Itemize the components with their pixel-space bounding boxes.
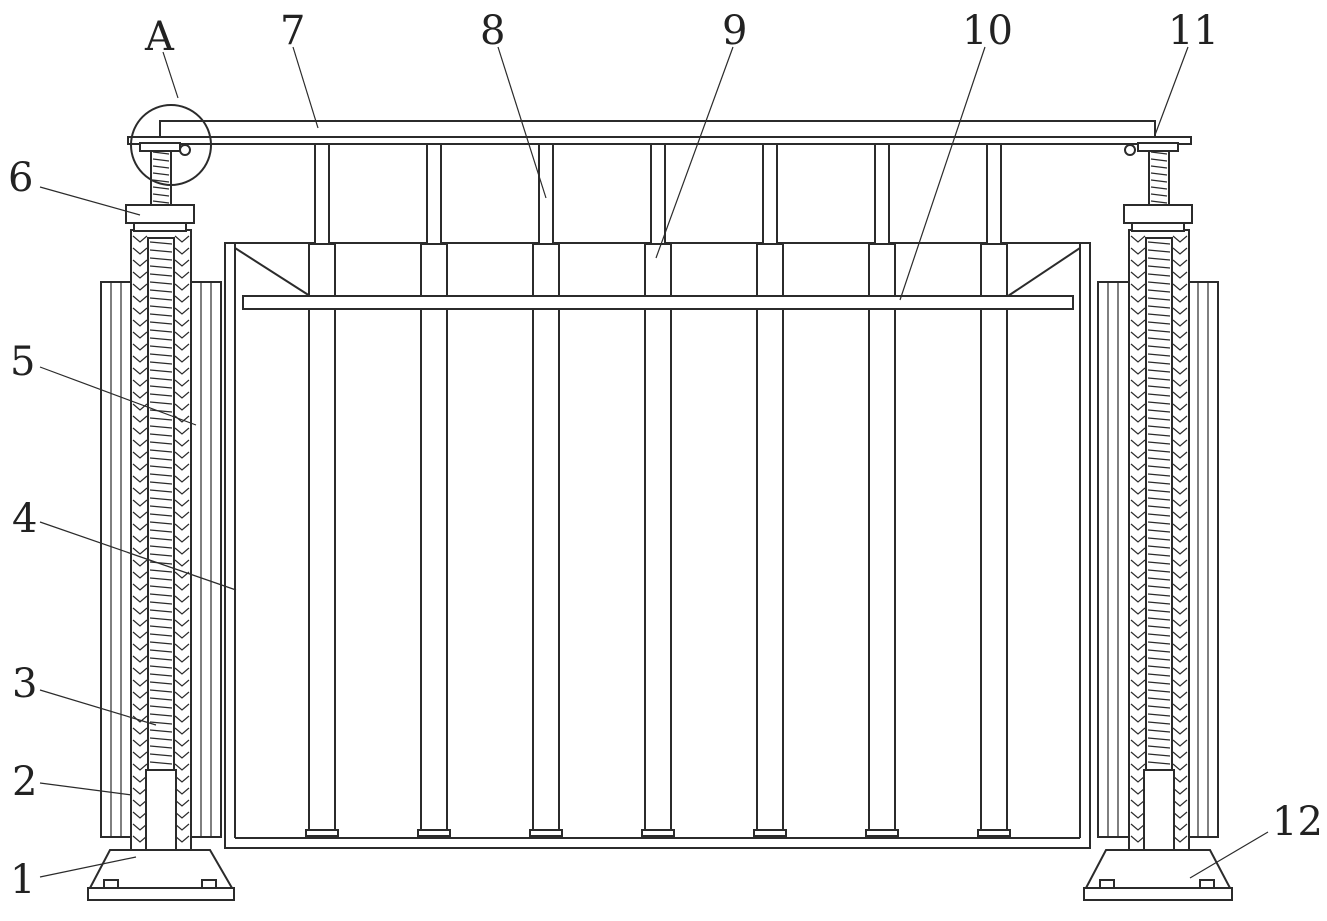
upper-rod-1 [315, 142, 329, 244]
lower-rod-3 [533, 244, 559, 834]
callout-5: 5 [10, 339, 35, 385]
rod-foot-6 [866, 830, 898, 836]
upper-rod-6 [875, 142, 889, 244]
rod-foot-4 [642, 830, 674, 836]
callout-12: 12 [1272, 799, 1323, 845]
rod-foot-1 [306, 830, 338, 836]
top-beam [128, 121, 1191, 144]
callout-8: 8 [480, 8, 505, 54]
lower-rod-7 [981, 244, 1007, 834]
callout-9: 9 [722, 8, 747, 54]
callout-2: 2 [12, 759, 37, 805]
callout-1: 1 [10, 857, 35, 903]
lower-rod-4 [645, 244, 671, 834]
lower-rod-2 [421, 244, 447, 834]
cross-beam-front [243, 296, 1073, 309]
upper-rod-5 [763, 142, 777, 244]
upper-rod-7 [987, 142, 1001, 244]
callout-6: 6 [8, 155, 33, 201]
upper-rod-2 [427, 142, 441, 244]
callout-A: A [144, 14, 175, 60]
upper-rod-4 [651, 142, 665, 244]
lower-rod-6 [869, 244, 895, 834]
rod-foot-5 [754, 830, 786, 836]
callout-11: 11 [1168, 8, 1219, 54]
upper-rod-3 [539, 142, 553, 244]
lower-rod-5 [757, 244, 783, 834]
rod-foot-2 [418, 830, 450, 836]
rod-foot-3 [530, 830, 562, 836]
rod-foot-7 [978, 830, 1010, 836]
callout-10: 10 [962, 8, 1013, 54]
lower-rod-1 [309, 244, 335, 834]
callout-4: 4 [12, 496, 37, 542]
left-column [88, 105, 234, 900]
right-column [1084, 143, 1232, 900]
callout-3: 3 [12, 661, 37, 707]
callout-7: 7 [280, 8, 305, 54]
